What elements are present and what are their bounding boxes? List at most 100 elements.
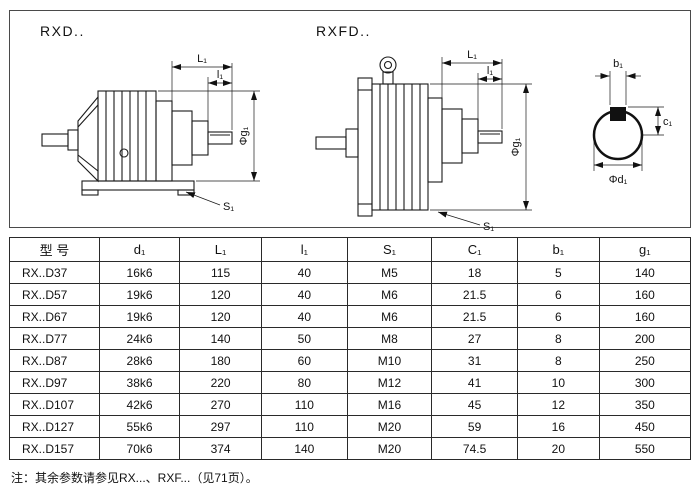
rxd-dim-label-l1: l₁ <box>217 69 223 81</box>
rxd-label: RXD.. <box>40 23 85 39</box>
spec-cell: 59 <box>431 415 518 438</box>
spec-cell: 16k6 <box>98 261 181 284</box>
spec-cell: 10 <box>516 371 600 394</box>
spec-cell: 180 <box>179 349 262 372</box>
spec-cell: 110 <box>260 393 348 416</box>
spec-cell: 297 <box>179 415 262 438</box>
spec-cell: 50 <box>260 327 348 350</box>
spec-cell: 55k6 <box>98 415 181 438</box>
spec-cell: 74.5 <box>431 437 518 460</box>
rxfd-housing-outline <box>315 56 503 217</box>
spec-cell: 21.5 <box>431 305 518 328</box>
model-cell: RX..D87 <box>9 349 100 372</box>
model-cell: RX..D67 <box>9 305 100 328</box>
shaft-dim-label-d1: Φd₁ <box>609 174 628 186</box>
spec-cell: 6 <box>516 305 600 328</box>
spec-cell: 160 <box>598 283 692 306</box>
rxd-housing-outline <box>41 90 233 196</box>
rxd-dim-label-L1: L₁ <box>197 53 207 65</box>
spec-cell: 41 <box>431 371 518 394</box>
spec-cell: M12 <box>346 371 433 394</box>
model-cell: RX..D57 <box>9 283 100 306</box>
spec-cell: 21.5 <box>431 283 518 306</box>
spec-cell: 42k6 <box>98 393 181 416</box>
spec-cell: 40 <box>260 283 348 306</box>
rxd-dimension-lines <box>158 61 260 206</box>
spec-cell: 19k6 <box>98 283 181 306</box>
model-cell: RX..D107 <box>9 393 100 416</box>
spec-cell: 24k6 <box>98 327 181 350</box>
column-header-6: b₁ <box>516 237 600 262</box>
rxfd-dim-label-g1: Φg₁ <box>510 137 522 156</box>
spec-cell: 250 <box>598 349 692 372</box>
spec-cell: 115 <box>179 261 262 284</box>
spec-cell: 40 <box>260 261 348 284</box>
rxfd-dim-label-l1: l₁ <box>487 65 493 77</box>
model-cell: RX..D127 <box>9 415 100 438</box>
spec-cell: 80 <box>260 371 348 394</box>
spec-cell: 70k6 <box>98 437 181 460</box>
rxfd-label: RXFD.. <box>316 23 371 39</box>
spec-cell: M6 <box>346 283 433 306</box>
spec-cell: 200 <box>598 327 692 350</box>
spec-cell: 300 <box>598 371 692 394</box>
shaft-dim-label-c1: c₁ <box>663 116 673 128</box>
column-header-1: d₁ <box>98 237 181 262</box>
model-cell: RX..D37 <box>9 261 100 284</box>
spec-cell: 374 <box>179 437 262 460</box>
model-cell: RX..D97 <box>9 371 100 394</box>
drawing-panel: RXD.. RXFD.. <box>9 10 691 233</box>
spec-cell: M10 <box>346 349 433 372</box>
shaft-dimension-lines <box>593 71 664 171</box>
spec-cell: M5 <box>346 261 433 284</box>
shaft-detail-drawing: b₁ c₁ Φd₁ <box>592 58 673 186</box>
spec-cell: 140 <box>179 327 262 350</box>
spec-cell: 450 <box>598 415 692 438</box>
spec-cell: 28k6 <box>98 349 181 372</box>
spec-cell: 5 <box>516 261 600 284</box>
spec-cell: M20 <box>346 437 433 460</box>
spec-cell: 6 <box>516 283 600 306</box>
spec-cell: 120 <box>179 283 262 306</box>
spec-cell: 60 <box>260 349 348 372</box>
model-cell: RX..D77 <box>9 327 100 350</box>
spec-cell: 27 <box>431 327 518 350</box>
column-header-0: 型 号 <box>9 237 100 262</box>
rxfd-dim-label-S1: S₁ <box>483 221 494 233</box>
spec-cell: 110 <box>260 415 348 438</box>
spec-cell: 12 <box>516 393 600 416</box>
column-header-7: g₁ <box>598 237 692 262</box>
rxfd-dim-label-L1: L₁ <box>467 49 477 61</box>
column-header-2: L₁ <box>179 237 262 262</box>
rxd-dim-label-S1: S₁ <box>223 201 234 213</box>
spec-cell: 31 <box>431 349 518 372</box>
column-header-4: S₁ <box>346 237 433 262</box>
spec-cell: 350 <box>598 393 692 416</box>
spec-cell: 160 <box>598 305 692 328</box>
rxfd-dimension-lines <box>430 57 532 226</box>
spec-cell: 8 <box>516 349 600 372</box>
spec-cell: 38k6 <box>98 371 181 394</box>
spec-cell: M16 <box>346 393 433 416</box>
spec-cell: 220 <box>179 371 262 394</box>
spec-cell: M8 <box>346 327 433 350</box>
spec-cell: 19k6 <box>98 305 181 328</box>
spec-cell: 140 <box>260 437 348 460</box>
spec-cell: 16 <box>516 415 600 438</box>
spec-cell: 20 <box>516 437 600 460</box>
spec-cell: 18 <box>431 261 518 284</box>
spec-cell: 8 <box>516 327 600 350</box>
spec-cell: 140 <box>598 261 692 284</box>
column-header-5: C₁ <box>431 237 518 262</box>
rxd-drawing: L₁ l₁ Φg₁ S₁ <box>41 53 260 213</box>
column-header-3: l₁ <box>260 237 348 262</box>
